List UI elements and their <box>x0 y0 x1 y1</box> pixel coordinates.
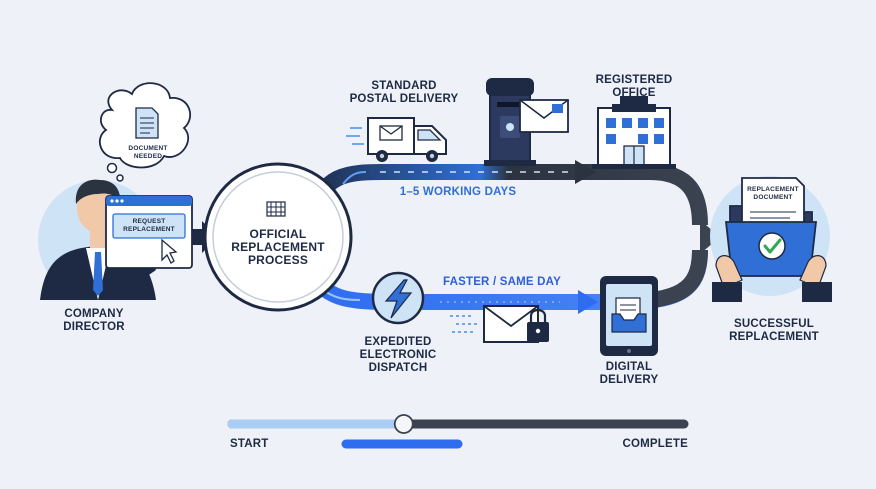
digital-line2: DELIVERY <box>599 374 659 386</box>
expedited-label: EXPEDITED ELECTRONIC DISPATCH <box>342 336 454 375</box>
process-label: OFFICIAL REPLACEMENT PROCESS <box>218 228 338 267</box>
request-screen <box>105 195 193 269</box>
request-line2: REPLACEMENT <box>123 226 175 233</box>
thought-line1: DOCUMENT <box>128 145 168 152</box>
expedited-line3: DISPATCH <box>368 362 428 374</box>
letter-icon <box>519 99 569 133</box>
lightning-bolt-icon <box>371 271 425 325</box>
replacement-document-text: REPLACEMENT DOCUMENT <box>742 186 804 202</box>
result-figure <box>710 176 832 302</box>
expedited-line1: EXPEDITED <box>364 336 432 348</box>
electronic-timing: FASTER / SAME DAY <box>443 276 561 288</box>
postal-title-line2: POSTAL DELIVERY <box>349 93 459 105</box>
delivery-van-icon <box>346 117 447 162</box>
portcullis-icon <box>266 201 286 217</box>
office-building-icon <box>592 96 676 169</box>
digital-line1: DIGITAL <box>605 361 653 373</box>
office-line2: OFFICE <box>612 87 656 99</box>
start-label: START <box>230 438 269 450</box>
postal-timing: 1–5 WORKING DAYS <box>399 186 517 198</box>
thought-bubble <box>98 82 192 182</box>
thought-line2: NEEDED <box>133 153 163 160</box>
process-line3: PROCESS <box>247 253 309 267</box>
successful-replacement-label: SUCCESSFUL REPLACEMENT <box>712 318 836 344</box>
expedited-line2: ELECTRONIC <box>359 349 437 361</box>
office-line1: REGISTERED <box>595 74 673 86</box>
request-replacement-button[interactable] <box>112 213 186 239</box>
doc-line1: REPLACEMENT <box>747 186 799 193</box>
process-line1: OFFICIAL <box>249 227 307 241</box>
tablet-icon <box>600 276 658 356</box>
doc-line2: DOCUMENT <box>753 194 793 201</box>
registered-office-label: REGISTERED OFFICE <box>580 74 688 100</box>
process-hub <box>203 162 353 312</box>
postal-title: STANDARD POSTAL DELIVERY <box>340 80 468 106</box>
process-line2: REPLACEMENT <box>231 240 325 254</box>
success-line1: SUCCESSFUL <box>734 318 814 330</box>
document-icon <box>135 107 159 139</box>
success-line2: REPLACEMENT <box>729 331 819 343</box>
merge-arrowhead <box>700 220 720 254</box>
company-director-label: COMPANY DIRECTOR <box>38 308 150 334</box>
request-line1: REQUEST <box>132 218 166 225</box>
progress-track <box>227 414 689 449</box>
postal-arrowhead <box>575 160 596 184</box>
complete-label: COMPLETE <box>622 438 688 450</box>
digital-delivery-label: DIGITAL DELIVERY <box>578 361 680 387</box>
electronic-arrowhead <box>578 290 598 314</box>
secure-email-icon <box>450 305 549 343</box>
cursor-icon <box>161 238 178 264</box>
progress-knob[interactable] <box>393 414 414 434</box>
postal-title-line1: STANDARD <box>371 80 437 92</box>
request-button-label[interactable]: REQUEST REPLACEMENT <box>113 218 185 234</box>
director-label-line2: DIRECTOR <box>63 321 125 333</box>
director-label-line1: COMPANY <box>64 308 124 320</box>
thought-text: DOCUMENT NEEDED <box>110 145 186 161</box>
checkmark-icon <box>758 232 786 260</box>
